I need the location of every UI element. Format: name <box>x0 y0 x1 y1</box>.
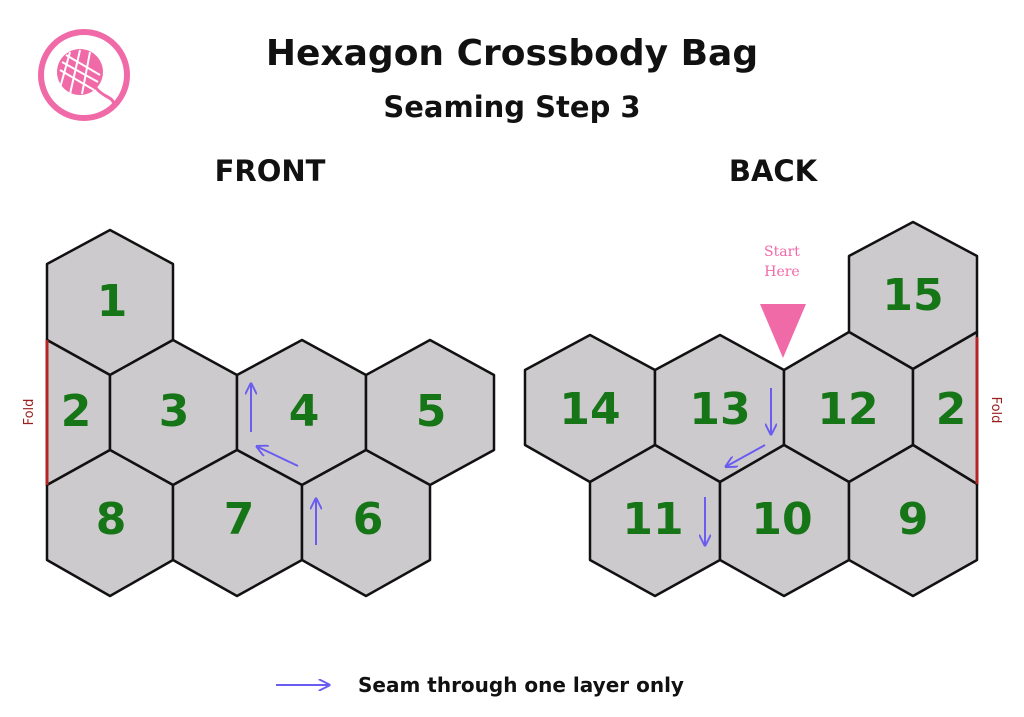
hex-number: 11 <box>622 494 683 545</box>
seam-arrow <box>727 444 766 466</box>
legend: Seam through one layer only <box>276 673 684 697</box>
seam-arrow <box>258 447 299 467</box>
hex-number: 13 <box>689 384 750 435</box>
hex-number: 15 <box>882 270 943 321</box>
hex-number: 9 <box>898 494 929 545</box>
fold-label-front: Fold <box>22 399 37 426</box>
start-here-arrow-icon <box>760 304 806 358</box>
hexagon-front-5: 5 <box>364 338 496 487</box>
legend-text: Seam through one layer only <box>358 673 684 697</box>
hex-number: 14 <box>559 384 620 435</box>
hexagon-back-13: 13 <box>653 333 786 484</box>
start-label-line2: Here <box>764 264 799 280</box>
hexagon-back-9: 9 <box>847 443 979 598</box>
fold-label-back: Fold <box>988 397 1003 424</box>
start-label-line1: Start <box>764 244 800 260</box>
hex-number: 8 <box>96 494 127 545</box>
back-label: BACK <box>729 154 819 188</box>
hexagon-back-12: 12 <box>782 330 915 484</box>
hex-number: 2 <box>61 386 92 437</box>
front-label: FRONT <box>215 154 326 188</box>
hex-number: 7 <box>224 494 255 545</box>
hex-number: 3 <box>159 386 190 437</box>
hexagon-back-11: 11 <box>588 443 722 598</box>
hex-number: 6 <box>353 494 384 545</box>
hex-number: 4 <box>289 386 320 437</box>
back-panel: 15 14 13 12 2 11 10 9 <box>523 220 1003 598</box>
hex-number: 1 <box>97 276 128 327</box>
hex-number: 5 <box>416 386 447 437</box>
hexagon-front-4: 4 <box>235 338 368 487</box>
hexagon-back-15: 15 <box>847 220 979 371</box>
hexagon-back-10: 10 <box>718 443 851 598</box>
hex-number: 12 <box>817 384 878 435</box>
page-title: Hexagon Crossbody Bag <box>266 33 758 74</box>
hexagon-front-6: 6 <box>300 448 432 598</box>
yarn-ball-logo <box>38 29 130 121</box>
front-panel: 1 2 3 4 5 8 7 6 Fol <box>22 228 496 598</box>
page-subtitle: Seaming Step 3 <box>383 90 640 124</box>
hex-number: 2 <box>936 384 967 435</box>
hex-number: 10 <box>751 494 812 545</box>
